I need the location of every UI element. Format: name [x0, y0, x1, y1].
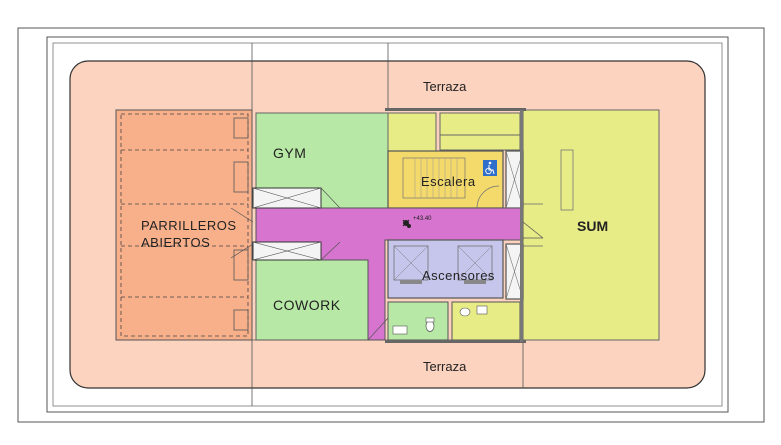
wheelchair-icon — [483, 160, 497, 176]
terraza-top-label: Terraza — [423, 79, 467, 94]
sum-room — [522, 109, 660, 341]
terraza-bottom-label: Terraza — [423, 359, 467, 374]
elevator-room — [387, 239, 504, 299]
escalera-label: Escalera — [421, 174, 476, 189]
sum-label: SUM — [577, 218, 609, 234]
gym-label: GYM — [273, 145, 307, 161]
parrilleros-label-line2: ABIERTOS — [141, 235, 211, 250]
building-inner-outline — [52, 42, 723, 407]
parrilleros-area — [115, 109, 253, 341]
parrilleros-dashed-outline — [120, 113, 249, 337]
level-label: +43.40 — [413, 216, 432, 222]
toilet-icon — [425, 317, 435, 332]
building-outline — [46, 36, 729, 413]
ascensores-label: Ascensores — [422, 268, 495, 283]
cowork-label: COWORK — [273, 297, 341, 313]
cowork-room — [255, 259, 369, 341]
gym-room — [255, 112, 389, 209]
level-marker-icon — [402, 219, 411, 228]
parrilleros-label-line1: PARRILLEROS — [141, 218, 237, 233]
sheet-border — [17, 27, 765, 423]
parrilleros-label: PARRILLEROS ABIERTOS — [141, 217, 237, 251]
